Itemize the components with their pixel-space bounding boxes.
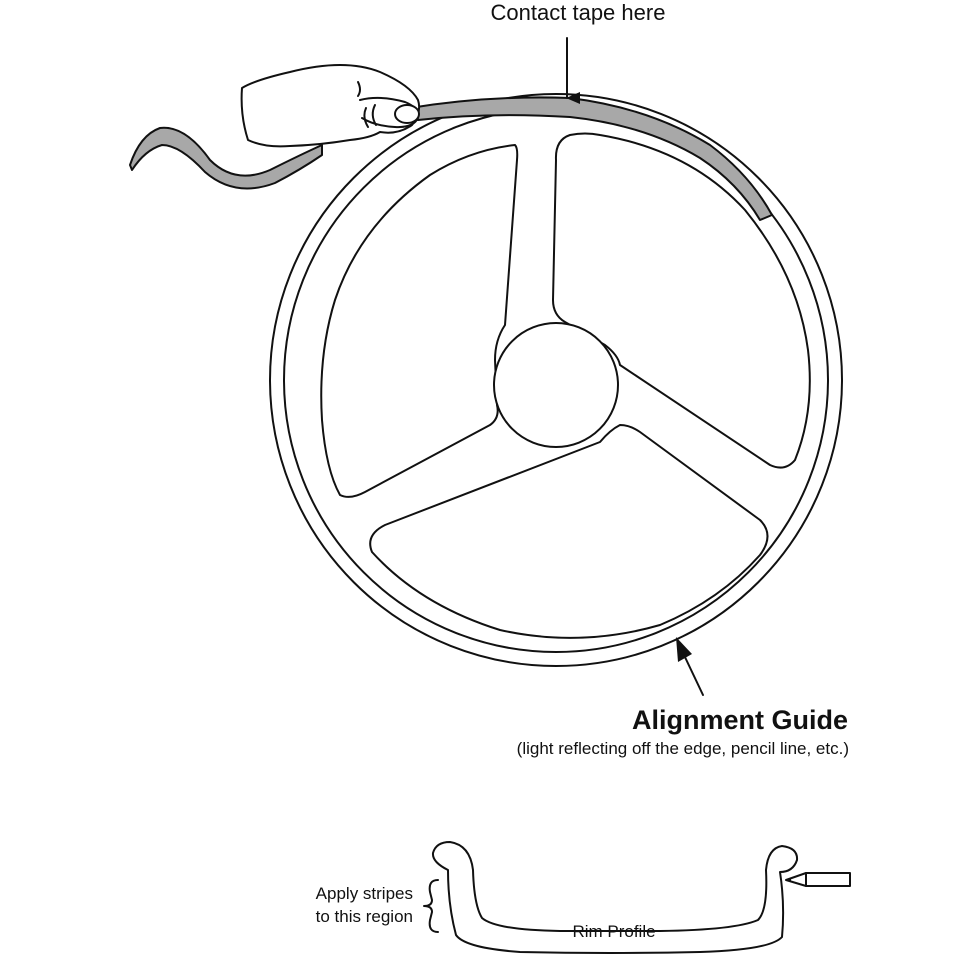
tape-tail: [129, 126, 323, 190]
arrowhead-alignment-guide: [676, 637, 692, 662]
curly-brace-icon: [423, 879, 439, 933]
window-left: [320, 144, 519, 498]
tape-application: [129, 64, 773, 221]
hand-icon: [240, 64, 421, 148]
wheel: [269, 93, 843, 667]
label-alignment-guide-note: (light reflecting off the edge, pencil l…: [517, 739, 849, 758]
wheel-face: [320, 132, 811, 639]
wheel-hub: [493, 322, 619, 448]
rim-profile-diagram: Rim Profile Apply stripes to this region: [316, 841, 851, 954]
pencil-icon: [785, 872, 851, 887]
label-rim-profile: Rim Profile: [572, 922, 655, 941]
arrow-alignment-guide: [683, 654, 704, 696]
window-right: [552, 132, 811, 469]
window-bottom: [369, 424, 769, 639]
rim-profile-outline: [431, 841, 799, 954]
tape-on-rim: [409, 96, 773, 221]
rim-outer-edge: [269, 93, 843, 667]
label-alignment-guide: Alignment Guide: [632, 705, 848, 735]
label-apply-stripes-1: Apply stripes: [316, 884, 413, 903]
label-apply-stripes-2: to this region: [316, 907, 413, 926]
label-contact-tape: Contact tape here: [491, 0, 666, 25]
